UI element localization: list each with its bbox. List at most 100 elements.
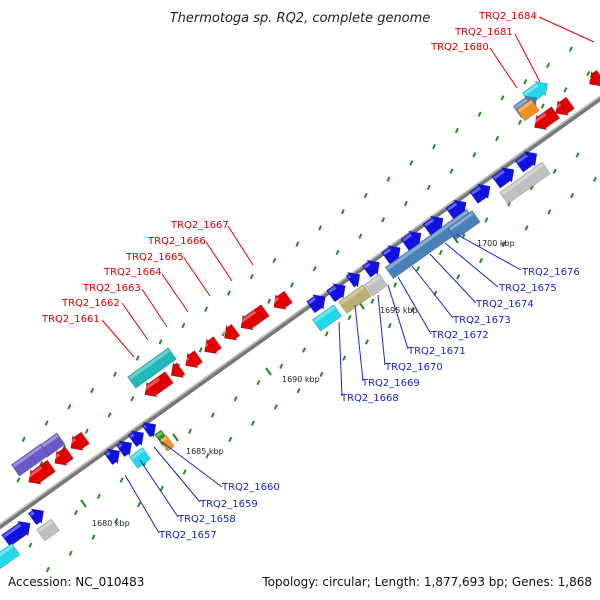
gene-arrow[interactable]	[380, 240, 405, 265]
gene-arrow[interactable]	[180, 349, 203, 373]
tick-label-1685: 1685 kbp	[186, 447, 224, 456]
gene-label-trq2-1673[interactable]: TRQ2_1673	[452, 315, 511, 326]
gene-arrow[interactable]	[140, 370, 175, 402]
gene-label-trq2-1668[interactable]: TRQ2_1668	[340, 393, 399, 404]
gene-label-trq2-1671[interactable]: TRQ2_1671	[407, 346, 466, 357]
gene-arrow[interactable]	[311, 304, 343, 332]
gene-label-trq2-1666[interactable]: TRQ2_1666	[147, 236, 206, 247]
guide-dot	[135, 355, 140, 361]
scale-ticks	[80, 235, 459, 508]
gene-label-trq2-1659[interactable]: TRQ2_1659	[199, 499, 258, 510]
guide-dot	[552, 168, 557, 174]
gene-arrow[interactable]	[23, 459, 56, 490]
gene-arrow[interactable]	[361, 255, 384, 279]
gene-arrow[interactable]	[469, 179, 496, 205]
gene-arrow[interactable]	[159, 434, 175, 452]
gene-label-trq2-1661[interactable]: TRQ2_1661	[41, 314, 100, 325]
guide-dot	[228, 436, 233, 443]
gene-arrow-highlight	[347, 274, 351, 279]
gene-label-trq2-1660[interactable]: TRQ2_1660	[221, 482, 280, 493]
gene-label-trq2-1657[interactable]: TRQ2_1657	[158, 530, 217, 541]
guide-dot	[381, 217, 386, 223]
gene-arrow-highlight	[68, 438, 77, 446]
gene-label-trq2-1667[interactable]: TRQ2_1667	[170, 220, 229, 231]
gene-arrow[interactable]	[141, 417, 161, 439]
gene-arrow-highlight	[129, 433, 135, 439]
tick-label-1700: 1700 kbp	[477, 239, 515, 248]
guide-dot	[312, 265, 317, 272]
gene-arrow[interactable]	[325, 278, 350, 303]
guide-dot	[456, 274, 461, 280]
accession-text: Accession: NC_010483	[8, 575, 144, 589]
guide-dot	[449, 168, 454, 174]
guide-dot	[137, 501, 142, 508]
gene-arrow[interactable]	[127, 426, 149, 449]
guide-dot	[495, 135, 500, 142]
guide-dot	[249, 274, 254, 280]
gene-label-trq2-1669[interactable]: TRQ2_1669	[361, 378, 420, 389]
gene-arrow-highlight	[313, 306, 336, 323]
gene-arrow[interactable]	[268, 289, 293, 314]
gene-label-trq2-1665[interactable]: TRQ2_1665	[125, 252, 184, 263]
gene-arrow-highlight	[383, 248, 392, 256]
gene-label-trq2-1684[interactable]: TRQ2_1684	[478, 11, 537, 22]
gene-arrow[interactable]	[49, 445, 74, 470]
gene-label-trq2-1675[interactable]: TRQ2_1675	[498, 283, 557, 294]
gene-label-trq2-1658[interactable]: TRQ2_1658	[177, 514, 236, 525]
guide-dot	[454, 127, 459, 134]
gene-arrow-highlight	[518, 100, 533, 113]
guide-dot	[96, 493, 101, 500]
gene-arrow[interactable]	[129, 447, 151, 469]
gene-arrow[interactable]	[364, 273, 388, 297]
gene-arrow-highlight	[0, 544, 14, 560]
gene-arrow[interactable]	[127, 347, 177, 389]
gene-arrow[interactable]	[219, 323, 241, 346]
gene-arrow[interactable]	[27, 504, 49, 527]
gene-arrow[interactable]	[447, 210, 481, 240]
gene-arrow[interactable]	[491, 162, 519, 189]
gene-arrow[interactable]	[516, 98, 540, 122]
gene-arrow[interactable]	[236, 303, 271, 335]
guide-dot	[210, 412, 215, 418]
gene-arrow[interactable]	[305, 289, 330, 314]
gene-label-trq2-1664[interactable]: TRQ2_1664	[103, 267, 162, 278]
gene-arrow[interactable]	[1, 516, 36, 548]
guide-dot	[130, 396, 135, 402]
gene-arrow[interactable]	[36, 518, 60, 542]
gene-arrow-highlight	[201, 342, 209, 349]
gene-label-trq2-1674[interactable]: TRQ2_1674	[475, 299, 534, 310]
gene-arrow[interactable]	[529, 105, 561, 135]
gene-arrow[interactable]	[338, 284, 372, 314]
gene-arrow[interactable]	[103, 444, 125, 467]
gene-arrow-highlight	[516, 153, 528, 164]
gene-arrow[interactable]	[584, 69, 600, 92]
gene-label-trq2-1670[interactable]: TRQ2_1670	[384, 362, 443, 373]
gene-label-trq2-1663[interactable]: TRQ2_1663	[82, 283, 141, 294]
gene-arrow[interactable]	[199, 335, 222, 359]
gene-label-trq2-1680[interactable]: TRQ2_1680	[430, 42, 489, 53]
guide-dot	[289, 282, 294, 288]
gene-arrow-highlight	[501, 163, 544, 196]
guide-dot	[529, 184, 534, 191]
gene-arrow[interactable]	[115, 436, 137, 459]
gene-arrow[interactable]	[499, 161, 551, 205]
gene-arrow-highlight	[168, 368, 172, 373]
gene-arrow-highlight	[271, 297, 280, 305]
guide-dot	[158, 339, 163, 345]
gene-arrow[interactable]	[550, 95, 575, 120]
gene-arrow-highlight	[449, 211, 474, 231]
guide-dot	[370, 298, 375, 304]
gene-label-trq2-1662[interactable]: TRQ2_1662	[61, 298, 120, 309]
guide-dot	[586, 70, 591, 77]
gene-label-trq2-1672[interactable]: TRQ2_1672	[430, 330, 489, 341]
gene-arrow[interactable]	[65, 430, 90, 455]
gene-arrow-highlight	[143, 424, 147, 429]
gene-label-trq2-1676[interactable]: TRQ2_1676	[521, 267, 580, 278]
gene-arrow[interactable]	[514, 146, 542, 173]
gene-arrow[interactable]	[0, 542, 21, 570]
gene-label-trq2-1681[interactable]: TRQ2_1681	[454, 27, 513, 38]
guide-dot	[44, 420, 49, 426]
gene-arrow[interactable]	[345, 267, 365, 289]
gene-arrow[interactable]	[10, 443, 50, 477]
gene-arrow[interactable]	[166, 361, 186, 383]
